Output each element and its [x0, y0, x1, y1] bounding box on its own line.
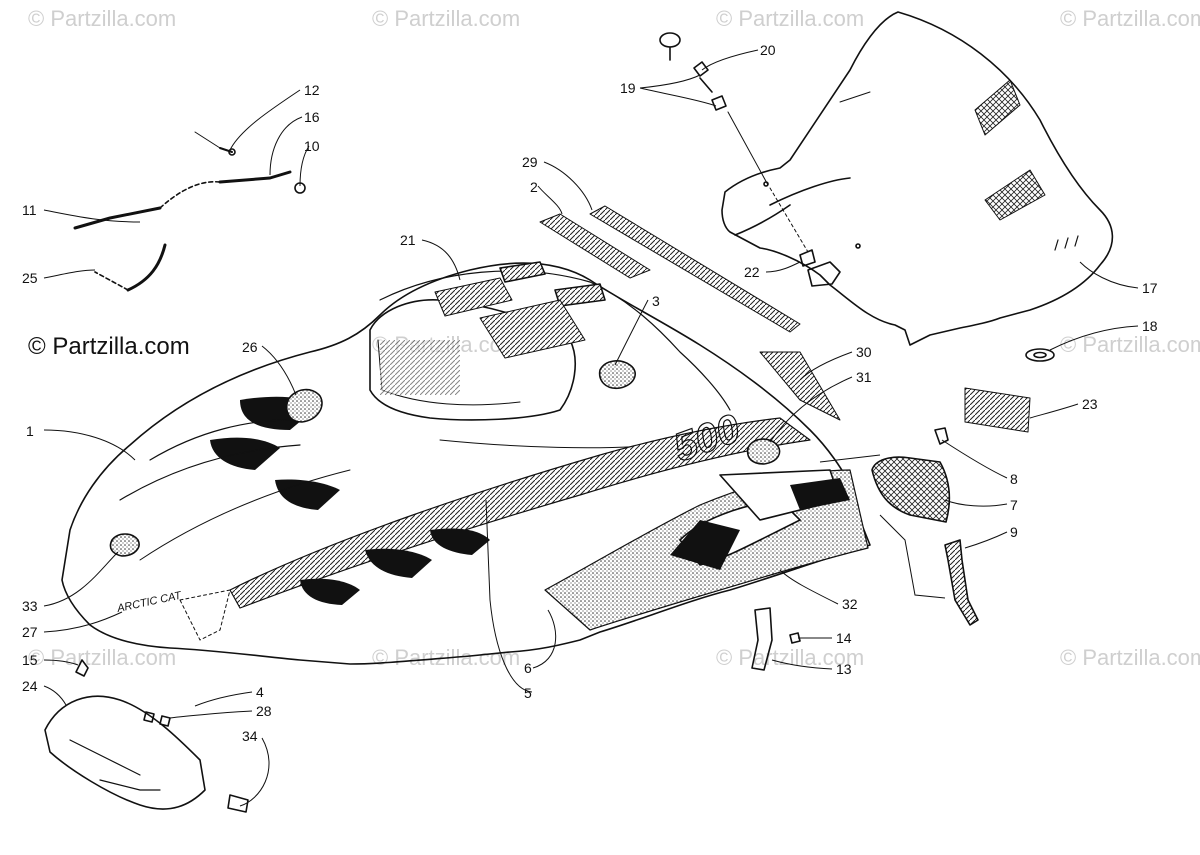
callout-label: 27: [22, 624, 38, 640]
watermark: © Partzilla.com: [28, 645, 177, 670]
watermark: © Partzilla.com: [1060, 6, 1200, 31]
callout-label: 26: [242, 339, 258, 355]
callout-label: 1: [26, 423, 34, 439]
callout-label: 6: [524, 660, 532, 676]
callout-label: 33: [22, 598, 38, 614]
callout-label: 2: [530, 179, 538, 195]
callout-label: 28: [256, 703, 272, 719]
callout-label: 4: [256, 684, 264, 700]
callout-label: 8: [1010, 471, 1018, 487]
callout-label: 3: [652, 293, 660, 309]
watermark: © Partzilla.com: [716, 645, 865, 670]
windshield: [721, 11, 1114, 346]
hood-lettering: ARCTIC CAT: [115, 589, 183, 615]
callout-label: 25: [22, 270, 38, 286]
decal-strip: [539, 213, 651, 279]
callout-label: 13: [836, 661, 852, 677]
callout-label: 32: [842, 596, 858, 612]
grommet: [1025, 348, 1055, 362]
watermark: © Partzilla.com: [372, 6, 521, 31]
callout-label: 9: [1010, 524, 1018, 540]
callout-labels: 1 2 3 4 5 6 7 8 9 10 11 12 13 14 15 16 1…: [22, 42, 1158, 744]
callout-label: 7: [1010, 497, 1018, 513]
watermark: © Partzilla.com: [1060, 645, 1200, 670]
callout-label: 17: [1142, 280, 1158, 296]
decal-plate: [964, 387, 1031, 433]
callout-label: 16: [304, 109, 320, 125]
callout-label: 21: [400, 232, 416, 248]
watermark: © Partzilla.com: [28, 6, 177, 31]
callout-label: 24: [22, 678, 38, 694]
watermark: © Partzilla.com: [716, 6, 865, 31]
hood: [61, 261, 871, 665]
callout-label: 34: [242, 728, 258, 744]
callout-label: 15: [22, 652, 38, 668]
bumper: [44, 659, 249, 813]
windshield-hardware: [659, 32, 841, 287]
callout-label: 30: [856, 344, 872, 360]
callout-label: 23: [1082, 396, 1098, 412]
callout-label: 10: [304, 138, 320, 154]
brand-label: © Partzilla.com: [28, 333, 190, 360]
callout-label: 31: [856, 369, 872, 385]
callout-label: 5: [524, 685, 532, 701]
callout-label: 19: [620, 80, 636, 96]
callout-label: 20: [760, 42, 776, 58]
stripe-number: 500: [668, 406, 746, 470]
callout-label: 12: [304, 82, 320, 98]
cable-assembly: [73, 131, 306, 292]
callout-label: 11: [22, 202, 37, 218]
callout-label: 29: [522, 154, 538, 170]
callout-label: 22: [744, 264, 760, 280]
callout-label: 14: [836, 630, 852, 646]
callout-label: 18: [1142, 318, 1158, 334]
decal-strip: [589, 205, 801, 333]
